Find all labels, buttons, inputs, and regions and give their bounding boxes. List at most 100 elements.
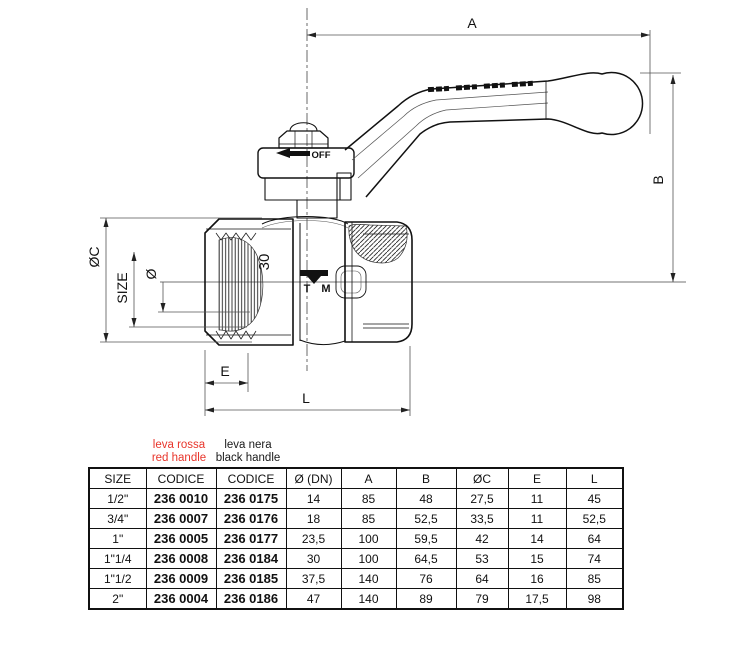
- dn-cell: 18: [285, 508, 342, 529]
- brand-logo: [300, 270, 328, 284]
- oc-cell: 64: [455, 568, 509, 589]
- dn-cell: 37,5: [285, 568, 342, 589]
- stem-nut: [278, 130, 329, 149]
- a-cell: 100: [340, 548, 397, 569]
- table-row: 1" 236 0005 236 0177 23,5 100 59,5 42 14…: [88, 528, 624, 549]
- body-cast-mark: 30: [256, 254, 273, 271]
- valve-body: [204, 71, 644, 346]
- e-cell: 15: [507, 548, 567, 569]
- e-cell: 11: [507, 508, 567, 529]
- a-cell: 140: [340, 568, 397, 589]
- codice-red-cell: 236 0010: [145, 488, 217, 509]
- header-a: A: [340, 467, 397, 489]
- dim-label-phiC: ØC: [86, 247, 102, 268]
- header-dn: Ø (DN): [285, 467, 342, 489]
- handle-color-legend: leva rossa red handle leva nera black ha…: [88, 439, 622, 467]
- legend-red-english: red handle: [151, 452, 207, 464]
- legend-black-italian: leva nera: [224, 439, 272, 451]
- black-handle-legend: leva nera black handle: [208, 439, 288, 465]
- header-codice-red: CODICE: [145, 467, 217, 489]
- dim-label-A: A: [467, 15, 477, 31]
- e-cell: 17,5: [507, 588, 567, 610]
- red-handle-legend: leva rossa red handle: [143, 439, 215, 465]
- logo-letter-t: T: [304, 283, 311, 295]
- legend-black-english: black handle: [215, 452, 281, 464]
- dn-cell: 30: [285, 548, 342, 569]
- dim-label-size: SIZE: [114, 272, 130, 303]
- dn-cell: 14: [285, 488, 342, 509]
- size-cell: 1/2": [88, 488, 147, 509]
- header-l: L: [565, 467, 624, 489]
- dimension-arrows: [103, 32, 676, 413]
- legend-red-italian: leva rossa: [152, 439, 206, 451]
- dimension-lines: [100, 30, 681, 416]
- off-direction-arrow: [276, 148, 310, 158]
- header-e: E: [507, 467, 567, 489]
- off-label: OFF: [312, 150, 331, 161]
- size-cell: 1": [88, 528, 147, 549]
- e-cell: 14: [507, 528, 567, 549]
- codice-black-cell: 236 0185: [215, 568, 287, 589]
- codice-black-cell: 236 0186: [215, 588, 287, 610]
- e-cell: 11: [507, 488, 567, 509]
- codice-red-cell: 236 0004: [145, 588, 217, 610]
- b-cell: 48: [395, 488, 457, 509]
- codice-red-cell: 236 0005: [145, 528, 217, 549]
- l-cell: 64: [565, 528, 624, 549]
- size-cell: 2": [88, 588, 147, 610]
- body-center: [261, 216, 367, 346]
- b-cell: 52,5: [395, 508, 457, 529]
- b-cell: 59,5: [395, 528, 457, 549]
- header-oc: ØC: [455, 467, 509, 489]
- codice-black-cell: 236 0177: [215, 528, 287, 549]
- a-cell: 85: [340, 508, 397, 529]
- dim-label-L: L: [302, 390, 310, 406]
- seat-gland: [335, 265, 367, 299]
- dn-cell: 47: [285, 588, 342, 610]
- l-cell: 98: [565, 588, 624, 610]
- internal-thread-section: [348, 223, 408, 264]
- handle-stop: [336, 172, 352, 201]
- b-cell: 76: [395, 568, 457, 589]
- size-cell: 1"1/2: [88, 568, 147, 589]
- l-cell: 74: [565, 548, 624, 569]
- codice-black-cell: 236 0176: [215, 508, 287, 529]
- codice-black-cell: 236 0184: [215, 548, 287, 569]
- l-cell: 52,5: [565, 508, 624, 529]
- codice-red-cell: 236 0007: [145, 508, 217, 529]
- valve-technical-drawing: A B ØC SIZE Ø E L OFF 30 T M: [86, 8, 686, 416]
- a-cell: 140: [340, 588, 397, 610]
- dim-label-phi: Ø: [143, 268, 159, 279]
- oc-cell: 42: [455, 528, 509, 549]
- internal-thread-section: [218, 237, 264, 332]
- ball-valve-drawing-svg: A B ØC SIZE Ø E L OFF 30 T M: [86, 8, 686, 416]
- oc-cell: 53: [455, 548, 509, 569]
- l-cell: 85: [565, 568, 624, 589]
- oc-cell: 33,5: [455, 508, 509, 529]
- stem-nut-dome: [289, 122, 318, 132]
- lever-handle: [344, 71, 644, 198]
- dimensions-table: SIZE CODICE CODICE Ø (DN) A B ØC E L 1/2…: [88, 467, 624, 610]
- table-row: 3/4" 236 0007 236 0176 18 85 52,5 33,5 1…: [88, 508, 624, 529]
- table-row: 2" 236 0004 236 0186 47 140 89 79 17,5 9…: [88, 588, 624, 610]
- a-cell: 85: [340, 488, 397, 509]
- dim-label-E: E: [220, 363, 229, 379]
- e-cell: 16: [507, 568, 567, 589]
- dimensions-table-wrap: SIZE CODICE CODICE Ø (DN) A B ØC E L 1/2…: [88, 467, 624, 610]
- header-size: SIZE: [88, 467, 147, 489]
- oc-cell: 79: [455, 588, 509, 610]
- a-cell: 100: [340, 528, 397, 549]
- logo-letter-m: M: [321, 283, 330, 295]
- table-header-row: SIZE CODICE CODICE Ø (DN) A B ØC E L: [88, 467, 624, 489]
- right-fitting: [344, 221, 413, 343]
- codice-black-cell: 236 0175: [215, 488, 287, 509]
- b-cell: 89: [395, 588, 457, 610]
- dim-label-B: B: [650, 175, 666, 184]
- stem-and-hub: [257, 122, 355, 219]
- l-cell: 45: [565, 488, 624, 509]
- table-row: 1/2" 236 0010 236 0175 14 85 48 27,5 11 …: [88, 488, 624, 509]
- size-cell: 1"1/4: [88, 548, 147, 569]
- dn-cell: 23,5: [285, 528, 342, 549]
- left-fitting: [204, 218, 301, 346]
